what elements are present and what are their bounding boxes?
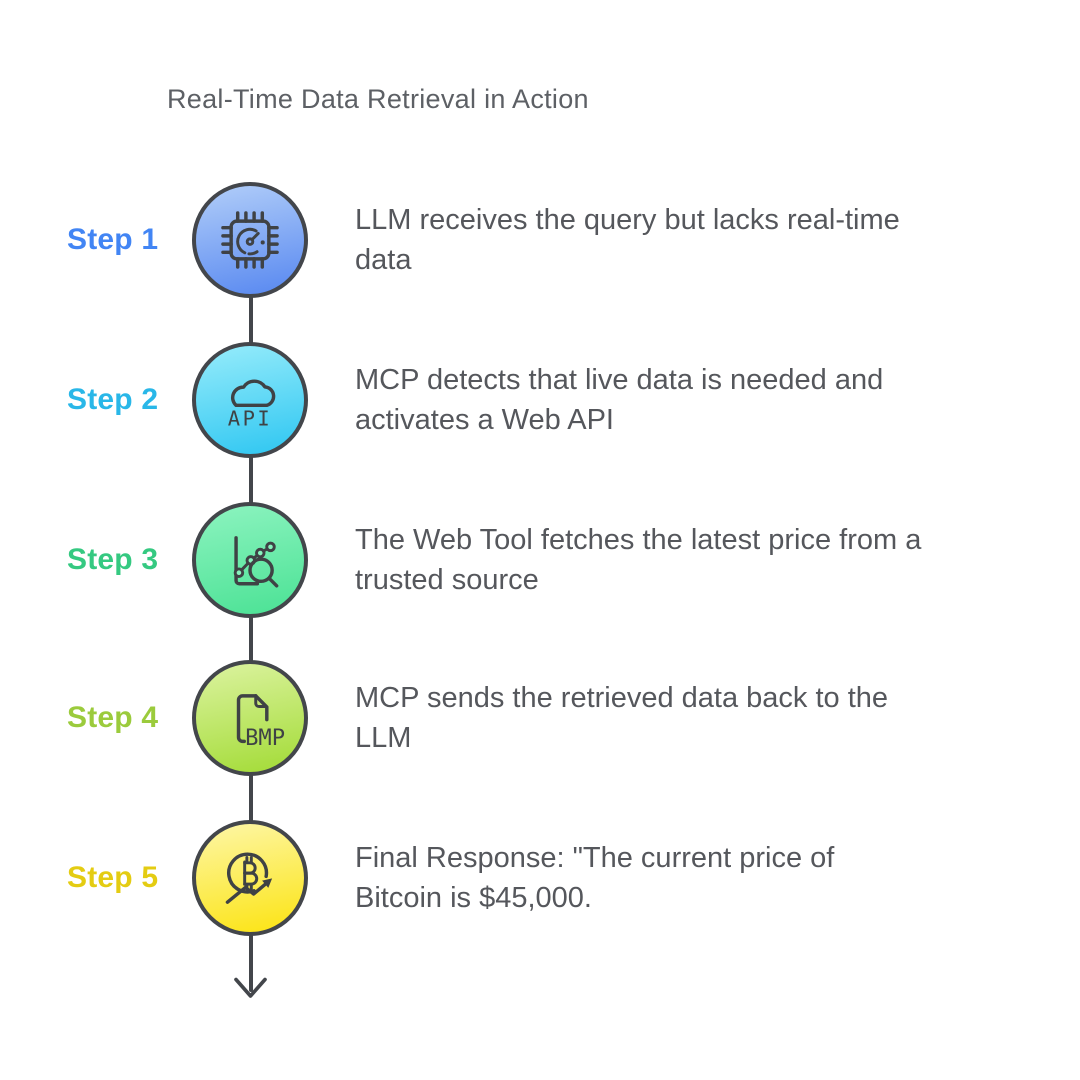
step-circle-2: API	[192, 342, 308, 458]
step-description-1: LLM receives the query but lacks real-ti…	[355, 182, 1015, 298]
step-row-5: Step 5 Final Response: "The current pric…	[0, 820, 1080, 936]
description-line: trusted source	[355, 564, 539, 596]
description-line: activates a Web API	[355, 404, 614, 436]
step-row-3: Step 3 The Web Tool fetches the latest p…	[0, 502, 1080, 618]
bitcoin-trend-icon	[225, 852, 273, 904]
down-arrow-icon	[234, 977, 267, 998]
step-label-5: Step 5	[67, 861, 159, 894]
step-label-4: Step 4	[67, 701, 159, 734]
step-label-1: Step 1	[67, 223, 159, 256]
document-bmp-icon: BMP	[236, 694, 285, 751]
page-title: Real-Time Data Retrieval in Action	[167, 84, 589, 114]
step-description-3: The Web Tool fetches the latest price fr…	[355, 502, 1015, 618]
step-circle-5	[192, 820, 308, 936]
step-label-2: Step 2	[67, 383, 159, 416]
description-line: MCP detects that live data is needed and	[355, 364, 884, 396]
step-description-5: Final Response: "The current price of Bi…	[355, 820, 1015, 936]
description-line: data	[355, 244, 412, 276]
step-circle-3	[192, 502, 308, 618]
step-row-4: Step 4 BMP MCP sends the retrieved data …	[0, 660, 1080, 776]
chart-magnifier-icon	[233, 536, 279, 588]
description-line: Final Response: "The current price of	[355, 842, 835, 874]
step-description-2: MCP detects that live data is needed and…	[355, 342, 1015, 458]
step-description-4: MCP sends the retrieved data back to the…	[355, 660, 1015, 776]
icon-label-bmp: BMP	[245, 725, 285, 751]
icon-label-api: API	[228, 406, 272, 430]
step-label-3: Step 3	[67, 543, 159, 576]
step-circle-4: BMP	[192, 660, 308, 776]
cloud-api-icon: API	[228, 379, 276, 430]
description-line: LLM	[355, 722, 412, 754]
step-circle-1	[192, 182, 308, 298]
step-row-2: Step 2 API MCP detects that live data is…	[0, 342, 1080, 458]
description-line: MCP sends the retrieved data back to the	[355, 682, 889, 714]
step-row-1: Step 1 LLM receives the query but lacks …	[0, 182, 1080, 298]
description-line: The Web Tool fetches the latest price fr…	[355, 524, 922, 556]
description-line: Bitcoin is $45,000.	[355, 882, 592, 914]
cpu-chip-gauge-icon	[221, 211, 279, 269]
description-line: LLM receives the query but lacks real-ti…	[355, 204, 900, 236]
